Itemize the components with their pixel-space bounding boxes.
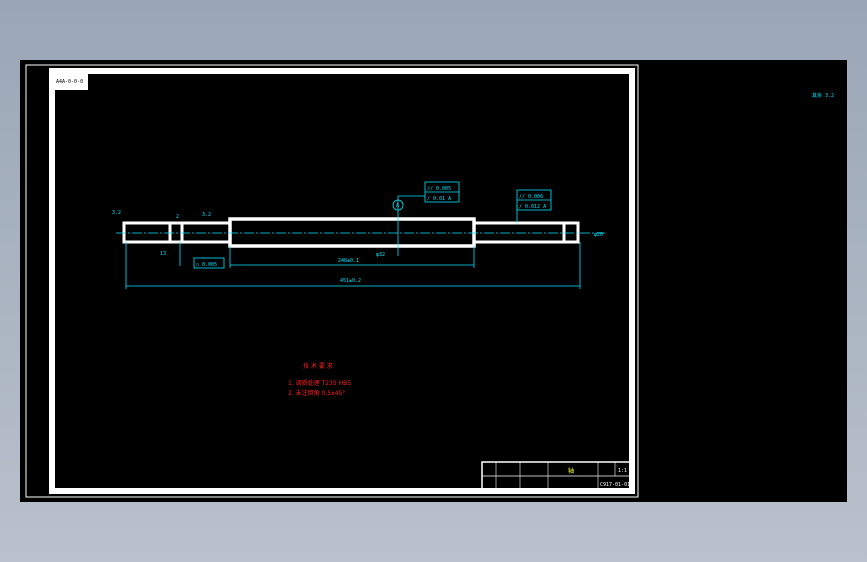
cad-drawing-viewport[interactable]: A4A-0-0-0 451±0.2 248±0.1 φ32 13 2 φ20 3… bbox=[20, 60, 847, 502]
dim-right-end: φ20 bbox=[594, 232, 603, 238]
dim-overall: 451±0.2 bbox=[340, 278, 361, 284]
dim-middle: 248±0.1 bbox=[338, 258, 359, 264]
title-tab bbox=[54, 73, 88, 90]
roughness-left: 3.2 bbox=[112, 210, 121, 216]
title-block: 轴 C917-01-01 1:1 bbox=[481, 461, 633, 491]
datum-circle bbox=[392, 199, 404, 211]
tolerance-frame-top-left: // 0.005 / 0.01 A bbox=[424, 181, 460, 203]
notes-line-2: 2. 未注倒角 0.5x45° bbox=[288, 389, 345, 397]
side-roughness-note: 其余 3.2 bbox=[812, 92, 834, 99]
dim-left-step: 2 bbox=[176, 214, 179, 220]
svg-text:○ 0.005: ○ 0.005 bbox=[196, 262, 217, 268]
cad-drawing: A4A-0-0-0 451±0.2 248±0.1 φ32 13 2 φ20 3… bbox=[25, 64, 834, 498]
dim-center-dia: φ32 bbox=[376, 252, 385, 258]
dim-left-small: 13 bbox=[160, 251, 166, 257]
tolerance-frame-top-right: // 0.006 / 0.012 A bbox=[516, 189, 552, 211]
title-block-drawing-no: C917-01-01 bbox=[600, 482, 630, 488]
shaft-outline bbox=[116, 217, 605, 248]
notes-line-1: 1. 调质处理 T235 HB5 bbox=[288, 379, 351, 387]
sheet-outer-border bbox=[25, 64, 639, 498]
tolerance-frame-roundness: ○ 0.005 bbox=[193, 257, 225, 269]
notes-heading: 技 术 要 求 bbox=[303, 362, 333, 370]
svg-text:// 0.006: // 0.006 bbox=[519, 194, 543, 200]
roughness-mid: 3.2 bbox=[202, 212, 211, 218]
title-block-part-name: 轴 bbox=[568, 467, 574, 475]
svg-text:/ 0.012 A: / 0.012 A bbox=[519, 204, 546, 210]
sheet-frame bbox=[49, 68, 635, 494]
title-block-scale: 1:1 bbox=[618, 468, 627, 474]
datum-label: A bbox=[396, 203, 399, 209]
title-tab-text: A4A-0-0-0 bbox=[56, 79, 83, 85]
svg-text:// 0.005: // 0.005 bbox=[427, 186, 451, 192]
svg-text:/ 0.01 A: / 0.01 A bbox=[427, 196, 451, 202]
